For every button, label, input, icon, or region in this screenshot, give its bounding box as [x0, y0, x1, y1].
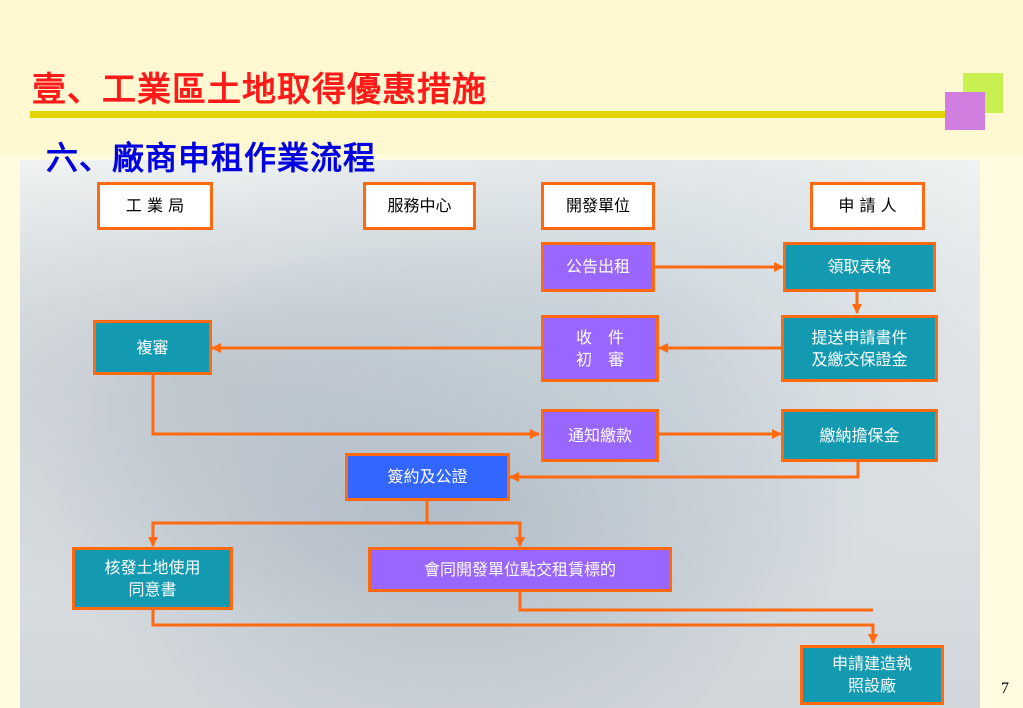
slide-title: 壹、工業區土地取得優惠措施	[32, 70, 487, 110]
step-announce-lease: 公告出租	[541, 242, 655, 292]
column-header-developer: 開發單位	[541, 182, 655, 230]
step-handover-leased-property: 會同開發單位點交租賃標的	[368, 547, 672, 592]
arrow-review-to-notify	[151, 375, 540, 439]
step-review: 複審	[93, 320, 212, 375]
column-header-applicant: 申 請 人	[810, 182, 925, 230]
slide-subtitle: 六、廠商申租作業流程	[46, 139, 377, 177]
decor-square-purple	[945, 92, 985, 130]
arrow-pay-to-sign	[509, 460, 860, 482]
step-get-form: 領取表格	[783, 242, 936, 292]
arrow-issue-to-permit	[151, 610, 878, 644]
arrow-sign-to-handover	[427, 521, 525, 547]
step-sign-notarize: 簽約及公證	[345, 453, 510, 501]
step-pay-guarantee: 繳納擔保金	[781, 409, 938, 462]
arrow-sign-to-issue	[148, 500, 429, 547]
step-apply-building-permit: 申請建造執 照設廠	[800, 645, 944, 705]
line-handover-to-permit	[518, 592, 873, 612]
column-header-industrial-bureau: 工 業 局	[97, 182, 213, 230]
step-receive-initial-review: 收 件 初 審	[541, 315, 659, 382]
page-number: 7	[1001, 680, 1009, 697]
header-band	[0, 0, 1023, 155]
column-header-service-center: 服務中心	[363, 182, 476, 230]
step-submit-application: 提送申請書件 及繳交保證金	[781, 315, 938, 382]
step-issue-land-use-consent: 核發土地使用 同意書	[72, 547, 233, 610]
step-notify-payment: 通知繳款	[541, 409, 659, 462]
title-underline	[30, 111, 945, 118]
